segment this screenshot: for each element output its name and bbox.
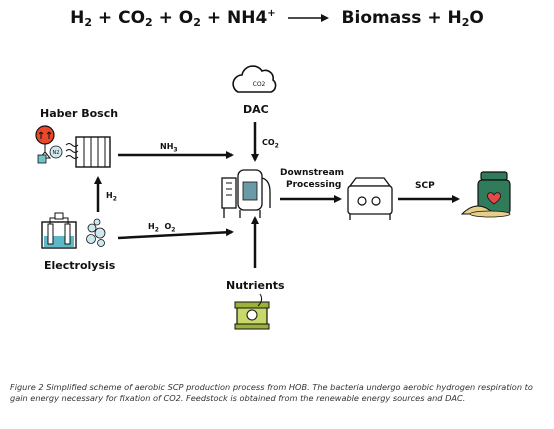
eq-h2o-o: O	[469, 8, 484, 28]
downstream-label-line1: Downstream	[280, 168, 345, 178]
eq-o2: O	[178, 8, 194, 28]
bioreactor-icon	[221, 169, 271, 218]
eq-h2-sub: 2	[84, 16, 93, 29]
eq-h2o-sub: 2	[461, 16, 470, 29]
eq-co2: CO	[118, 8, 146, 28]
processing-machine-icon	[347, 177, 393, 220]
h2-o2-o-sub: 2	[171, 226, 176, 234]
nh3-flow-label: NH3	[160, 142, 178, 154]
co2-sub: 2	[274, 142, 279, 150]
eq-biomass: Biomass	[341, 8, 422, 28]
eq-o2-sub: 2	[193, 16, 201, 29]
nh3-text: NH	[160, 142, 174, 151]
h2-o2-h-sub: 2	[154, 226, 159, 234]
nutrients-label: Nutrients	[226, 279, 285, 292]
svg-text:N2: N2	[53, 150, 60, 156]
eq-h2: H	[70, 8, 85, 28]
h2-o2-h-text: H	[148, 222, 155, 231]
haber-bosch-icon: N2	[35, 125, 111, 168]
co2-flow-label: CO2	[262, 138, 279, 150]
reaction-arrow-icon	[287, 8, 330, 28]
eq-h2o-h: H	[447, 8, 462, 28]
arrow-h2-o2	[117, 228, 234, 240]
scp-label: SCP	[415, 181, 435, 191]
cloud-icon: CO2	[232, 65, 277, 93]
h2-text: H	[106, 191, 113, 200]
eq-co2-sub: 2	[145, 16, 153, 29]
co2-text: CO	[262, 138, 275, 147]
dac-label: DAC	[243, 103, 269, 116]
scp-product-icon	[460, 171, 511, 218]
h2-o2-flow-label: H2 O2	[148, 222, 175, 234]
downstream-label-line2: Processing	[286, 180, 342, 190]
nh3-sub: 3	[173, 146, 178, 154]
reaction-equation: H2 + CO2 + O2 + NH4+ Biomass + H2O	[70, 8, 484, 29]
eq-nh4-sup: +	[267, 8, 276, 19]
h2-o2-o-text: O	[164, 222, 172, 231]
haber-bosch-label: Haber Bosch	[40, 107, 119, 120]
electrolysis-icon	[41, 212, 106, 249]
figure-caption: Figure 2 Simplified scheme of aerobic SC…	[10, 382, 533, 403]
h2-flow-label: H2	[106, 191, 117, 203]
nutrients-icon	[234, 293, 270, 330]
h2-sub: 2	[112, 195, 117, 203]
svg-text:CO2: CO2	[253, 81, 266, 88]
electrolysis-label: Electrolysis	[44, 259, 116, 272]
eq-nh4: NH4	[227, 8, 268, 28]
